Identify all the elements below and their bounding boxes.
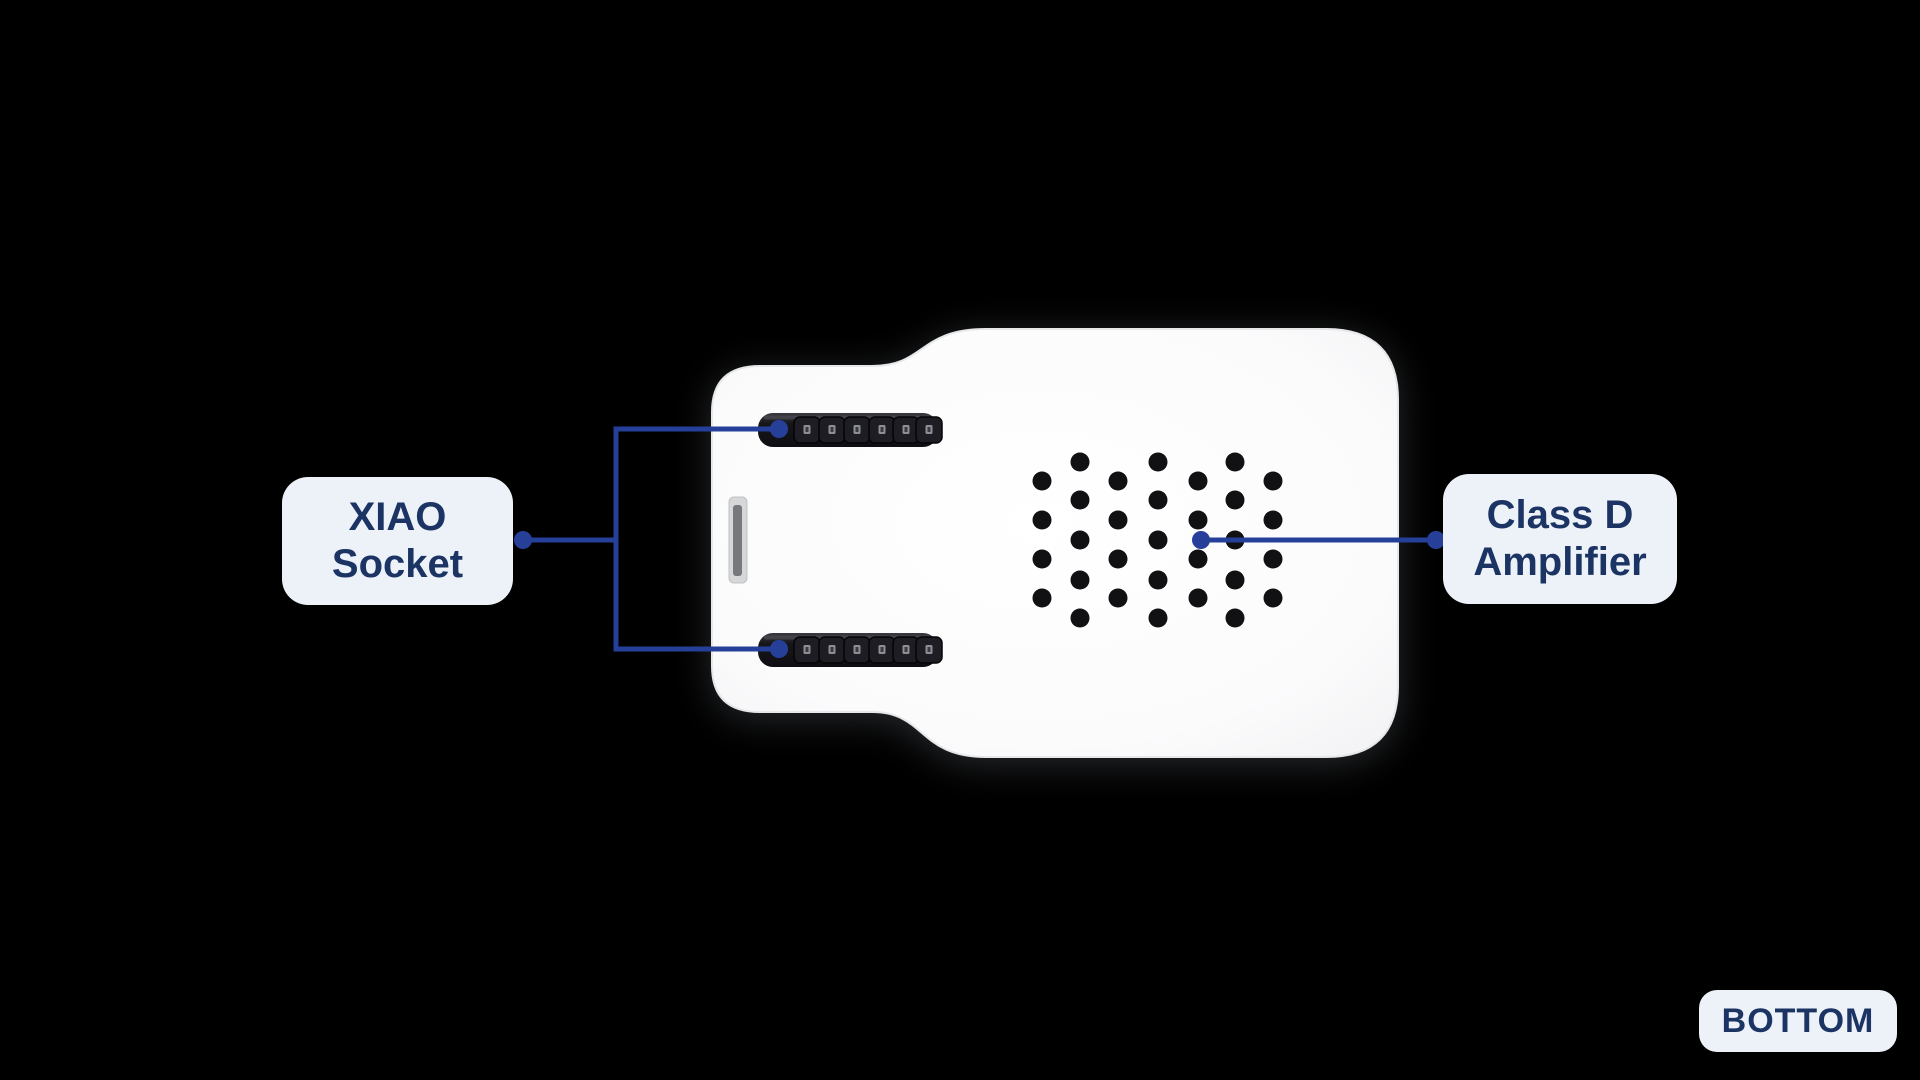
speaker-hole [1032, 588, 1052, 608]
speaker-hole [1032, 510, 1052, 530]
speaker-hole [1188, 510, 1208, 530]
speaker-hole [1070, 530, 1090, 550]
annotation-endpoint-dot [770, 420, 788, 438]
speaker-hole [1148, 608, 1168, 628]
speaker-hole [1225, 490, 1245, 510]
speaker-hole [1070, 452, 1090, 472]
speaker-hole [1263, 588, 1283, 608]
view-badge-text: BOTTOM [1721, 1001, 1875, 1040]
speaker-hole [1148, 452, 1168, 472]
speaker-hole [1188, 549, 1208, 569]
speaker-hole [1108, 510, 1128, 530]
speaker-hole [1225, 608, 1245, 628]
speaker-hole [1032, 471, 1052, 491]
annotation-endpoint-dot [1427, 531, 1445, 549]
speaker-hole [1263, 549, 1283, 569]
speaker-hole [1263, 510, 1283, 530]
label-xiao-socket-line2: Socket [331, 542, 464, 586]
view-badge-bottom: BOTTOM [1699, 990, 1897, 1052]
annotation-endpoint-dot [514, 531, 532, 549]
speaker-grille [1032, 452, 1283, 628]
annotation-endpoint-dot [770, 640, 788, 658]
speaker-hole [1032, 549, 1052, 569]
speaker-hole [1188, 588, 1208, 608]
speaker-hole [1263, 471, 1283, 491]
speaker-hole [1070, 608, 1090, 628]
label-class-d-amplifier-line2: Amplifier [1473, 540, 1647, 584]
speaker-hole [1108, 549, 1128, 569]
speaker-hole [1148, 490, 1168, 510]
label-class-d-amplifier: Class D Amplifier [1443, 474, 1677, 604]
label-xiao-socket-line1: XIAO [348, 494, 447, 539]
device-body [711, 328, 1399, 758]
speaker-hole [1148, 570, 1168, 590]
speaker-hole [1070, 490, 1090, 510]
speaker-hole [1070, 570, 1090, 590]
xiao-socket-header-top [758, 413, 943, 447]
speaker-hole [1148, 530, 1168, 550]
speaker-hole [1108, 471, 1128, 491]
usb-port-slot [728, 496, 748, 584]
annotation-line-xiao-socket [523, 426, 779, 652]
xiao-socket-header-bottom [758, 633, 943, 667]
speaker-hole [1225, 452, 1245, 472]
annotation-endpoint-dot [1192, 531, 1210, 549]
speaker-hole [1225, 570, 1245, 590]
speaker-hole [1188, 471, 1208, 491]
speaker-hole [1108, 588, 1128, 608]
label-xiao-socket: XIAO Socket [282, 477, 513, 605]
label-class-d-amplifier-line1: Class D [1486, 492, 1634, 537]
